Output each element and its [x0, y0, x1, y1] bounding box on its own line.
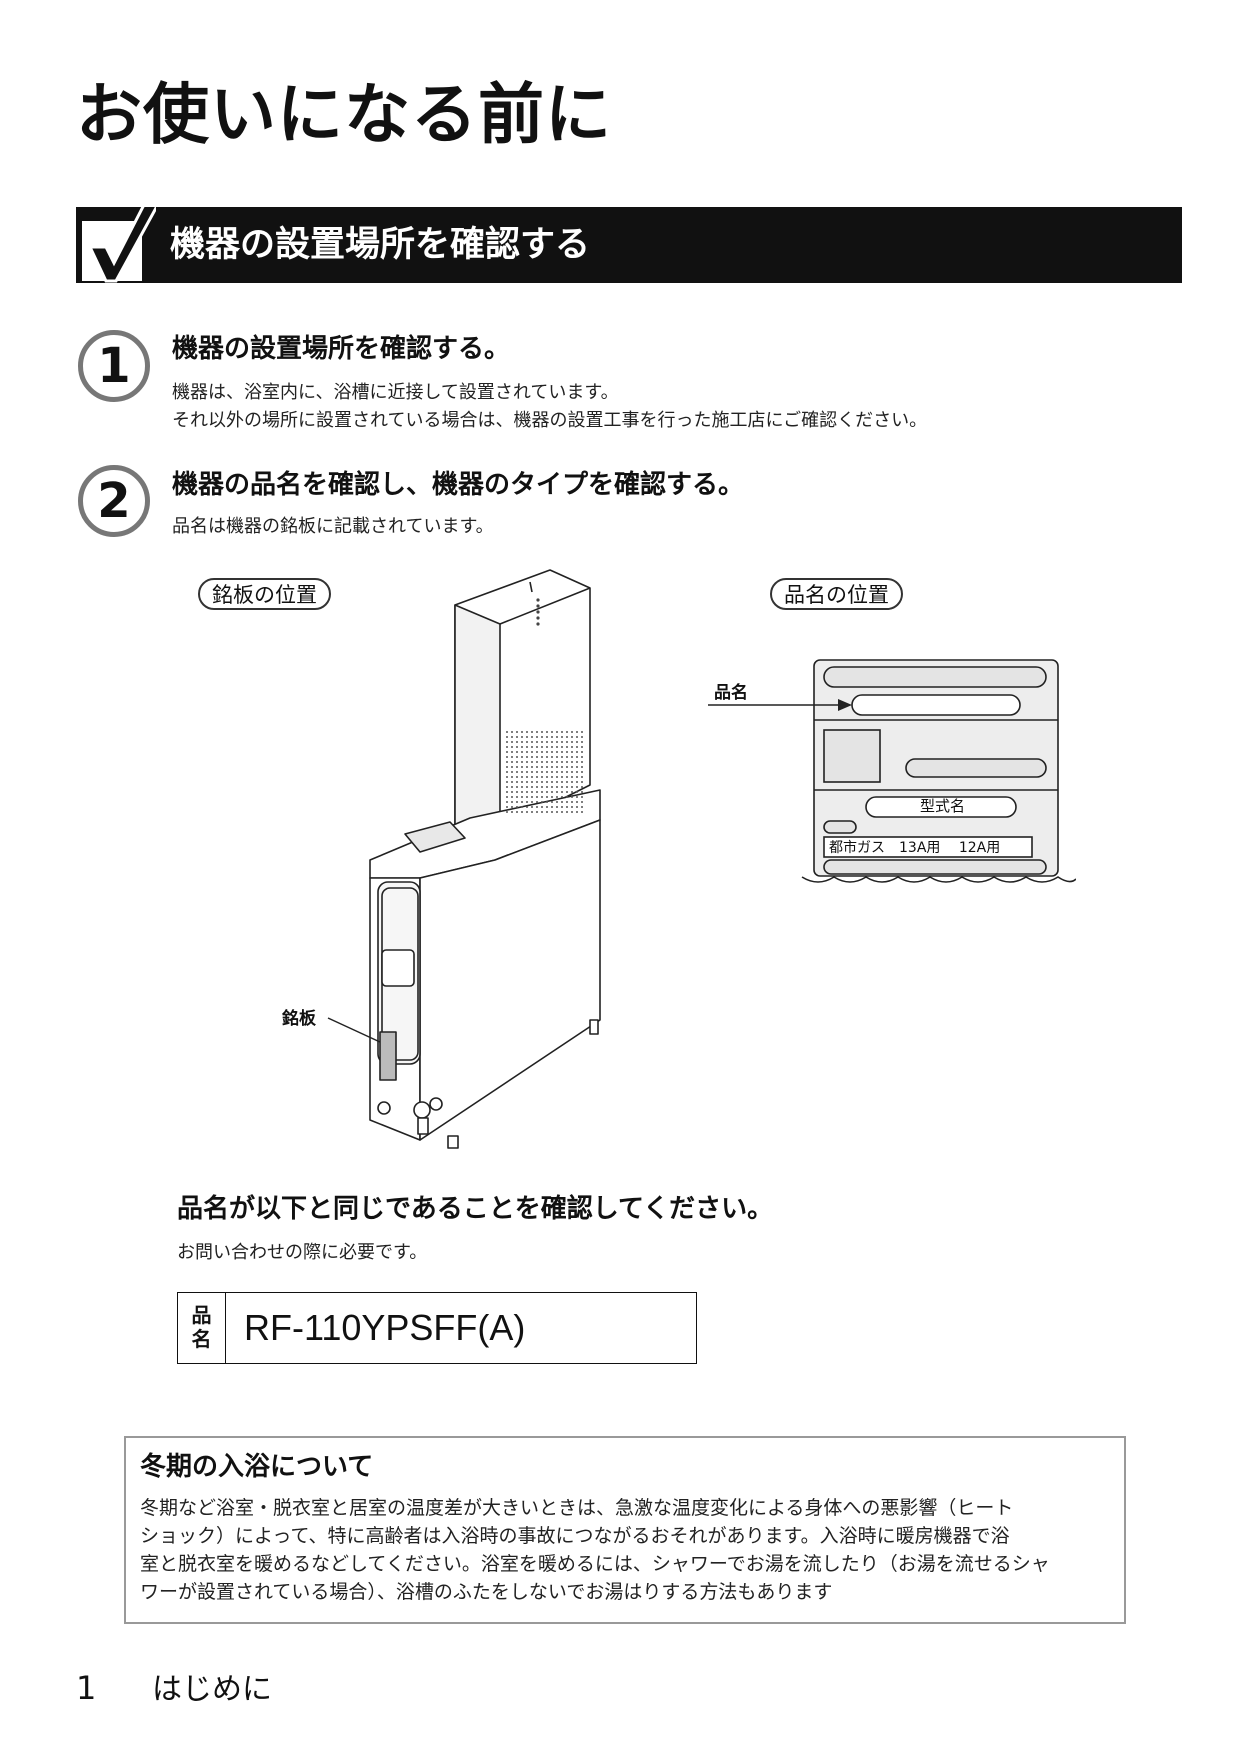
step-2-badge: 2 [78, 465, 150, 537]
product-name-callout: 品名 [714, 683, 748, 703]
step-number: 2 [97, 473, 131, 529]
checkbox-check-icon [82, 207, 156, 283]
step-number: 1 [97, 338, 131, 394]
confirm-title: 品名が以下と同じであることを確認してください。 [177, 1194, 774, 1224]
page-number: 1 [76, 1669, 97, 1707]
product-name-key: 品 名 [178, 1293, 226, 1363]
nameplate-diagram [708, 659, 1076, 883]
section-title: 機器の設置場所を確認する [170, 225, 591, 265]
key-char-2: 名 [191, 1327, 212, 1351]
winter-bathing-note: 冬期の入浴について 冬期など浴室・脱衣室と居室の温度差が大きいときは、急激な温度… [124, 1436, 1126, 1624]
footer-section-label: はじめに [152, 1672, 272, 1707]
product-name-box: 品 名 RF-110YPSFF(A) [177, 1292, 697, 1364]
key-char-1: 品 [191, 1303, 212, 1327]
gas-type-text: 都市ガス 13A用 12A用 [829, 840, 1001, 856]
section-header: 機器の設置場所を確認する [76, 207, 1182, 283]
plate-location-label: 銘板の位置 [198, 578, 331, 610]
step-2-title: 機器の品名を確認し、機器のタイプを確認する。 [172, 470, 745, 500]
note-title: 冬期の入浴について [140, 1452, 374, 1482]
water-heater-illustration [327, 569, 601, 1149]
model-name-field: 型式名 [920, 797, 966, 815]
name-location-label: 品名の位置 [770, 578, 903, 610]
plate-callout: 銘板 [282, 1009, 316, 1029]
note-line-1: 冬期など浴室・脱衣室と居室の温度差が大きいときは、急激な温度変化による身体への悪… [140, 1497, 1014, 1519]
step-1-line-2: それ以外の場所に設置されている場合は、機器の設置工事を行った施工店にご確認くださ… [172, 410, 928, 431]
confirm-subtitle: お問い合わせの際に必要です。 [177, 1242, 428, 1263]
note-line-4: ワーが設置されている場合）、浴槽のふたをしないでお湯はりする方法もあります [140, 1581, 833, 1603]
step-1-title: 機器の設置場所を確認する。 [172, 334, 511, 364]
product-model-value: RF-110YPSFF(A) [244, 1307, 526, 1348]
note-line-2: ショック）によって、特に高齢者は入浴時の事故につながるおそれがあります。入浴時に… [140, 1525, 1010, 1547]
page-title: お使いになる前に [76, 76, 612, 153]
step-1-line-1: 機器は、浴室内に、浴槽に近接して設置されています。 [172, 382, 619, 403]
note-body: 冬期など浴室・脱衣室と居室の温度差が大きいときは、急激な温度変化による身体への悪… [140, 1494, 1110, 1606]
step-1-badge: 1 [78, 330, 150, 402]
note-line-3: 室と脱衣室を暖めるなどしてください。浴室を暖めるには、シャワーでお湯を流したり（… [140, 1553, 1050, 1575]
step-2-line-1: 品名は機器の銘板に記載されています。 [172, 516, 494, 537]
